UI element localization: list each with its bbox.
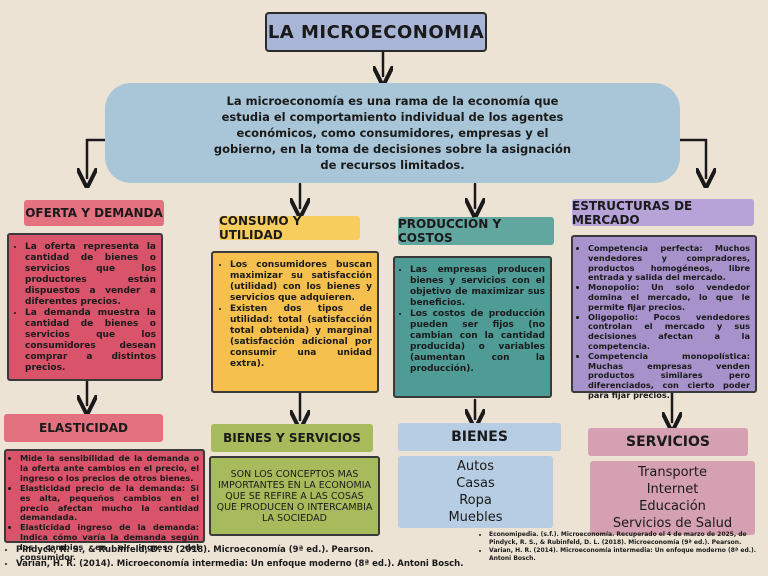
bien-item: Muebles — [448, 510, 503, 525]
produccion-item: Las empresas producen bienes y servicios… — [410, 265, 545, 309]
servicios-box: Transporte Internet Educación Servicios … — [590, 461, 755, 535]
demanda-item: La demanda muestra la cantidad de bienes… — [25, 308, 156, 374]
bien-item: Autos — [457, 459, 494, 474]
monopolio-item: Monopolio: Un solo vendedor domina el me… — [588, 282, 750, 312]
servicio-item: Educación — [639, 499, 706, 514]
reference-item: Pindyck, R. S., & Rubinfeld, D. L. (2018… — [16, 545, 474, 555]
estructuras-mercado-header: ESTRUCTURAS DE MERCADO — [572, 199, 754, 227]
reference-item: Varian, H. R. (2014). Microeconomía inte… — [489, 547, 763, 563]
utilidad-item: Existen dos tipos de utilidad: total (sa… — [230, 304, 372, 370]
oferta-item: La oferta representa la cantidad de bien… — [25, 242, 156, 308]
arrow-intro-estructuras — [678, 138, 706, 178]
reference-item: Economipedia. (s.f.). Microeconomía. Rec… — [489, 531, 763, 547]
servicios-header: SERVICIOS — [588, 428, 748, 456]
consumo-utilidad-header: CONSUMO Y UTILIDAD — [219, 214, 360, 242]
servicio-item: Internet — [646, 482, 699, 497]
oligopolio-item: Oligopolio: Pocos vendedores controlan e… — [588, 312, 750, 352]
costos-item: Los costos de producción pueden ser fijo… — [410, 309, 545, 375]
estructuras-mercado-box: Competencia perfecta: Muchos vendedores … — [571, 235, 757, 400]
servicio-item: Transporte — [638, 465, 707, 480]
elasticidad-header: ELASTICIDAD — [4, 414, 163, 442]
bien-item: Ropa — [459, 493, 492, 508]
reference-item: Varian, H. R. (2014). Microeconomía inte… — [16, 559, 474, 569]
references-left: Pindyck, R. S., & Rubinfeld, D. L. (2018… — [4, 545, 474, 575]
consumo-utilidad-box: Los consumidores buscan maximizar su sat… — [211, 251, 379, 393]
elasticidad-box: Mide la sensibilidad de la demanda o la … — [4, 449, 205, 562]
competencia-perfecta-item: Competencia perfecta: Muchos vendedores … — [588, 243, 750, 283]
competencia-monopolistica-item: Competencia monopolística: Muchas empres… — [588, 351, 750, 401]
elasticidad-ingreso-item: Elasticidad ingreso de la demanda: Indic… — [20, 522, 199, 563]
bienes-servicios-header: BIENES Y SERVICIOS — [211, 424, 373, 452]
elasticidad-precio-item: Elasticidad precio de la demanda: Si es … — [20, 483, 199, 524]
produccion-costos-box: Las empresas producen bienes y servicios… — [393, 256, 552, 398]
oferta-demanda-header: OFERTA Y DEMANDA — [24, 200, 164, 226]
bienes-header: BIENES — [398, 423, 561, 451]
arrow-intro-oferta — [87, 138, 107, 178]
elasticidad-definicion-item: Mide la sensibilidad de la demanda o la … — [20, 453, 199, 484]
produccion-costos-header: PRODUCCIÓN Y COSTOS — [398, 217, 554, 245]
consumo-item: Los consumidores buscan maximizar su sat… — [230, 260, 372, 304]
intro-box: La microeconomía es una rama de la econo… — [105, 83, 680, 183]
bienes-servicios-box: SON LOS CONCEPTOS MAS IMPORTANTES EN LA … — [209, 456, 380, 536]
servicio-item: Servicios de Salud — [612, 516, 733, 531]
bien-item: Casas — [456, 476, 495, 491]
bienes-box: Autos Casas Ropa Muebles — [398, 456, 553, 528]
references-right: Economipedia. (s.f.). Microeconomía. Rec… — [480, 531, 763, 576]
oferta-demanda-box: La oferta representa la cantidad de bien… — [7, 233, 163, 381]
page-title: LA MICROECONOMIA — [265, 12, 487, 52]
